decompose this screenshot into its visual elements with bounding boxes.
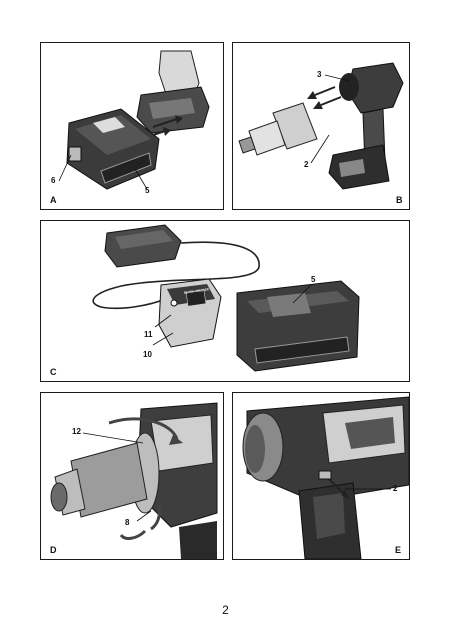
figure-panel-e: 2 E <box>232 392 410 560</box>
figure-panel-d: 12 8 D <box>40 392 224 560</box>
figure-panel-b: 3 2 B <box>232 42 410 210</box>
panel-label-c: C <box>50 367 57 377</box>
page-number: 2 <box>222 603 229 617</box>
callout-2: 2 <box>393 484 398 493</box>
chuck-removal-illustration <box>238 62 404 190</box>
callout-5: 5 <box>145 186 150 195</box>
direction-switch-illustration <box>242 396 409 559</box>
panel-label-e: E <box>395 545 402 555</box>
callout-10: 10 <box>143 350 152 359</box>
chuck-adjust-illustration <box>50 402 218 559</box>
callout-3: 3 <box>317 70 322 79</box>
battery-removal-illustration <box>58 50 210 190</box>
charging-illustration <box>92 224 360 372</box>
figure-panel-c: 5 11 10 BLACK+DECKER C <box>40 220 410 382</box>
callout-12: 12 <box>72 427 81 436</box>
panel-label-b: B <box>396 195 403 205</box>
callout-8: 8 <box>125 518 130 527</box>
callout-2: 2 <box>304 160 309 169</box>
panel-label-d: D <box>50 545 57 555</box>
callout-11: 11 <box>144 330 153 339</box>
callout-5: 5 <box>311 275 316 284</box>
panel-label-a: A <box>50 195 57 205</box>
figure-panel-a: 6 5 A <box>40 42 224 210</box>
callout-6: 6 <box>51 176 56 185</box>
